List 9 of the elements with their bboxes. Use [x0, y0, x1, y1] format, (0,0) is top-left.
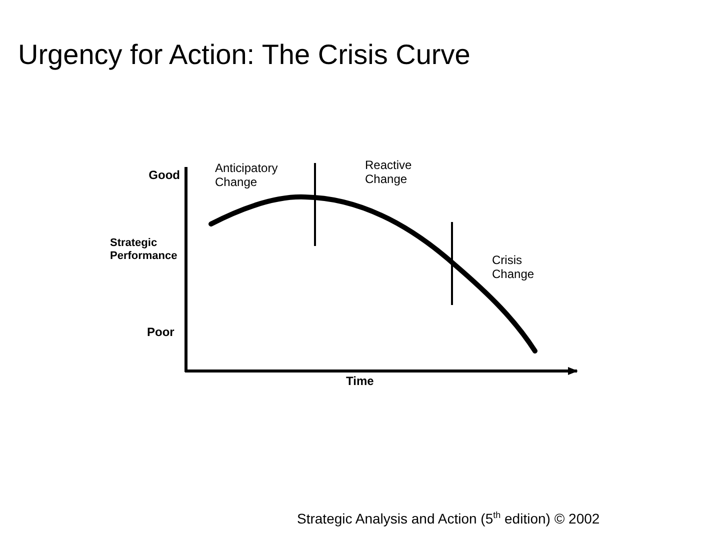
axis-label: Time	[346, 374, 374, 388]
source-caption: Strategic Analysis and Action (5$^{th}$ edition) © 2002	[297, 510, 600, 528]
phase-label: Anticipatory Change	[215, 161, 278, 190]
chart-title: Urgency for Action: The Crisis Curve	[18, 38, 470, 72]
axis-label: Strategic Performance	[110, 237, 178, 264]
axis-label: Poor	[147, 325, 174, 340]
axis-label: Good	[148, 168, 180, 182]
phase-label: Reactive Change	[365, 158, 412, 187]
phase-label: Crisis Change	[492, 253, 534, 282]
